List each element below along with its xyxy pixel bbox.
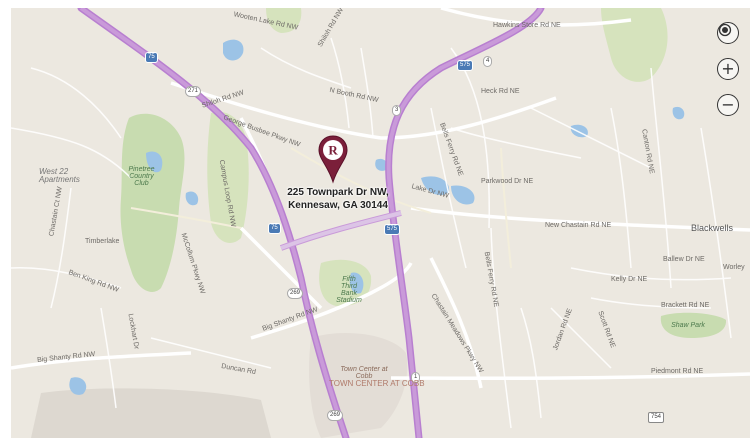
exit-269-shield: 269 — [287, 288, 304, 299]
road-label-heck: Heck Rd NE — [481, 88, 520, 95]
park-shaw — [660, 312, 727, 338]
minor-streets — [11, 37, 732, 429]
minus-icon: − — [721, 95, 735, 114]
park-stadium — [319, 259, 372, 307]
area-label-west22: West 22 Apartments — [39, 167, 80, 184]
address-line-1: 225 Townpark Dr NW, — [287, 187, 389, 198]
lake-7 — [69, 377, 87, 395]
lake-1 — [223, 39, 244, 61]
lake-4 — [451, 185, 475, 205]
road-label-worley: Worley — [723, 264, 745, 271]
lake-10 — [375, 158, 388, 171]
lake-9 — [672, 106, 685, 120]
lake-3 — [421, 176, 450, 196]
road-label-kelly: Kelly Dr NE — [611, 276, 648, 283]
airport-area — [31, 388, 271, 438]
locate-icon — [718, 23, 732, 37]
lake-2 — [146, 151, 163, 173]
park-ne — [601, 8, 668, 82]
road-label-parkwood: Parkwood Dr NE — [481, 178, 534, 185]
exit-271-shield: 271 — [185, 86, 202, 97]
exit-4-shield: 4 — [483, 56, 493, 67]
park-n — [266, 8, 302, 33]
i75-shield-north: 75 — [145, 52, 158, 63]
park-label-pinetree: Pinetree Country Club — [128, 166, 155, 187]
area-label-town-center: TOWN CENTER AT COBB — [329, 379, 425, 388]
park-label-stadium: Fifth Third Bank Stadium — [336, 276, 362, 304]
location-address-label: 225 Townpark Dr NW, Kennesaw, GA 30144 — [283, 186, 393, 212]
lake-6 — [349, 272, 364, 294]
exit-269b-shield: 269 — [327, 410, 344, 421]
park-label-town-center-cobb: Town Center at Cobb — [340, 366, 388, 380]
park-pinetree — [120, 113, 185, 292]
i575-shield-north: 575 — [457, 60, 474, 71]
plus-icon: + — [721, 59, 735, 78]
park-campus — [207, 111, 249, 243]
arterial-roads — [130, 147, 512, 269]
i575-shield-south: 575 — [384, 224, 401, 235]
lake-5 — [185, 191, 199, 206]
location-marker: R — [318, 135, 348, 184]
map-canvas[interactable]: R 225 Townpark Dr NW, Kennesaw, GA 30144… — [11, 8, 750, 438]
interstate-75-inner — [79, 8, 348, 438]
road-label-new-chastain: New Chastain Rd NE — [545, 222, 612, 229]
marker-letter: R — [328, 143, 338, 158]
road-label-ballew: Ballew Dr NE — [663, 256, 705, 263]
exit-3-shield: 3 — [392, 105, 402, 116]
road-label-hawkins-store: Hawkins Store Rd NE — [493, 22, 561, 29]
locate-button[interactable] — [717, 22, 739, 44]
interstate-575-inner — [386, 8, 543, 438]
exit-1-shield: 1 — [411, 372, 421, 383]
interchange-connector-inner — [280, 211, 402, 250]
zoom-out-button[interactable]: − — [717, 94, 739, 116]
park-label-shaw: Shaw Park — [671, 322, 705, 329]
address-line-2: Kennesaw, GA 30144 — [288, 200, 388, 211]
road-label-timberlake: Timberlake — [85, 238, 120, 245]
i75-shield-south: 75 — [268, 223, 281, 234]
zoom-in-button[interactable]: + — [717, 58, 739, 80]
road-label-piedmont: Piedmont Rd NE — [651, 368, 704, 375]
road-label-brackett: Brackett Rd NE — [661, 302, 710, 309]
area-label-blackwells: Blackwells — [691, 223, 734, 233]
route-754-shield: 754 — [648, 412, 665, 423]
